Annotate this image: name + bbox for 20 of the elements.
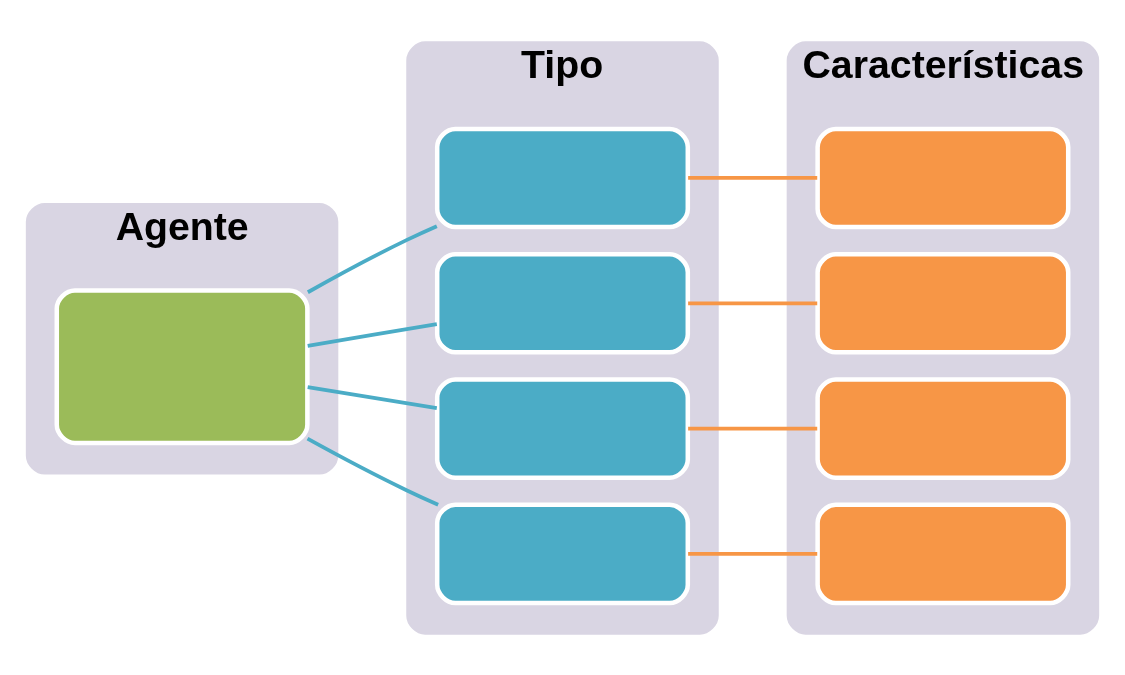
connector: [688, 175, 818, 180]
connector: [307, 384, 438, 410]
node-box: [434, 376, 691, 480]
connector: [688, 551, 818, 556]
connector: [306, 436, 439, 506]
node-box: [815, 251, 1071, 355]
node-box: [815, 126, 1071, 229]
node-box: [434, 251, 691, 355]
node-box: [434, 502, 691, 605]
connector: [306, 224, 438, 294]
node-box: [815, 376, 1071, 480]
cluster: Agente: [25, 202, 339, 475]
connector: [688, 300, 818, 305]
cluster: Características: [786, 40, 1100, 635]
node-box: [434, 126, 691, 229]
cluster: Tipo: [406, 40, 719, 635]
connector: [307, 321, 438, 348]
connector: [688, 426, 818, 430]
node-box: [815, 502, 1071, 605]
node-box: [54, 287, 310, 445]
